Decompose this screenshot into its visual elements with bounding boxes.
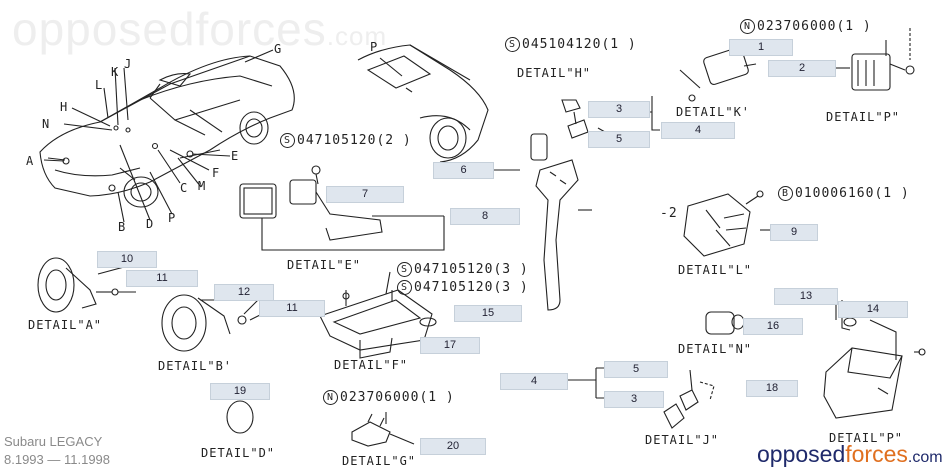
callout-9[interactable]: 9 [770, 224, 818, 241]
car-label-m: M [198, 179, 206, 193]
model-name: Subaru LEGACY [4, 434, 103, 449]
detail-p-bottom-label: DETAIL"P" [829, 431, 904, 445]
horn-parts [37, 257, 247, 352]
detail-d-label: DETAIL"D" [201, 446, 276, 460]
detail-j-label: DETAIL"J" [645, 433, 720, 447]
callout-5[interactable]: 5 [588, 131, 650, 148]
detail-g-parts [351, 412, 415, 447]
callout-4[interactable]: 4 [661, 122, 735, 139]
car-label-g: G [274, 42, 282, 56]
watermark: opposedforces.com [12, 3, 388, 55]
car-label-d: D [146, 217, 154, 231]
rear-car-label-p: P [370, 40, 378, 54]
callout-3b[interactable]: 3 [604, 391, 664, 408]
detail-a-label: DETAIL"A" [28, 318, 103, 332]
callout-11a[interactable]: 11 [126, 270, 198, 287]
callout-10[interactable]: 10 [97, 251, 157, 268]
brand-logo[interactable]: opposedforces.com [757, 441, 942, 467]
callout-20[interactable]: 20 [420, 438, 486, 455]
detail-d-parts [226, 400, 254, 434]
detail-p-top-label: DETAIL"P" [826, 110, 901, 124]
car-label-a: A [26, 154, 34, 168]
model-info: Subaru LEGACY 8.1993 — 11.1998 [4, 433, 110, 469]
callout-1[interactable]: 1 [729, 39, 793, 56]
callout-6[interactable]: 6 [433, 162, 494, 179]
callout-17[interactable]: 17 [420, 337, 480, 354]
detail-n-parts [705, 311, 745, 335]
callout-13[interactable]: 13 [774, 288, 838, 305]
car-label-e: E [231, 149, 239, 163]
callout-2[interactable]: 2 [768, 60, 836, 77]
callout-8[interactable]: 8 [450, 208, 520, 225]
detail-b-label: DETAIL"B' [158, 359, 233, 373]
car-label-p: P [168, 211, 176, 225]
detail-e-parts [239, 165, 445, 251]
callout-18[interactable]: 18 [746, 380, 798, 397]
callout-5b[interactable]: 5 [604, 361, 668, 378]
car-label-k: K [111, 65, 119, 79]
car-illustration [39, 49, 295, 223]
detail-f-label: DETAIL"F" [334, 358, 409, 372]
detail-g-label: DETAIL"G" [342, 454, 417, 468]
car-label-n: N [42, 117, 50, 131]
detail-h-parts [530, 99, 592, 311]
detail-l-parts [683, 190, 770, 257]
callout-11b[interactable]: 11 [259, 300, 325, 317]
callout-4b[interactable]: 4 [500, 373, 568, 390]
detail-p-top-parts [851, 28, 915, 91]
callout-14[interactable]: 14 [838, 301, 908, 318]
callout-12[interactable]: 12 [214, 284, 274, 301]
rear-car-illustration [357, 44, 489, 163]
detail-e-label: DETAIL"E" [287, 258, 362, 272]
detail-p-bottom-parts [823, 300, 926, 419]
callout-15[interactable]: 15 [454, 305, 522, 322]
callout-19[interactable]: 19 [210, 383, 270, 400]
car-label-b: B [118, 220, 126, 234]
callout-3[interactable]: 3 [588, 101, 650, 118]
detail-n-label: DETAIL"N" [678, 342, 753, 356]
detail-l-label: DETAIL"L" [678, 263, 753, 277]
minus-two-label: -2 [660, 206, 678, 221]
car-label-j: J [124, 57, 132, 71]
car-label-h: H [60, 100, 68, 114]
callout-7[interactable]: 7 [326, 186, 404, 203]
detail-k-label: DETAIL"K' [676, 105, 751, 119]
callout-16[interactable]: 16 [743, 318, 803, 335]
detail-j-parts [568, 367, 715, 429]
detail-h-label: DETAIL"H" [517, 66, 592, 80]
car-label-f: F [212, 166, 220, 180]
model-years: 8.1993 — 11.1998 [4, 452, 111, 467]
detail-k-parts [679, 46, 757, 102]
car-label-l: L [95, 78, 103, 92]
car-label-c: C [180, 181, 188, 195]
